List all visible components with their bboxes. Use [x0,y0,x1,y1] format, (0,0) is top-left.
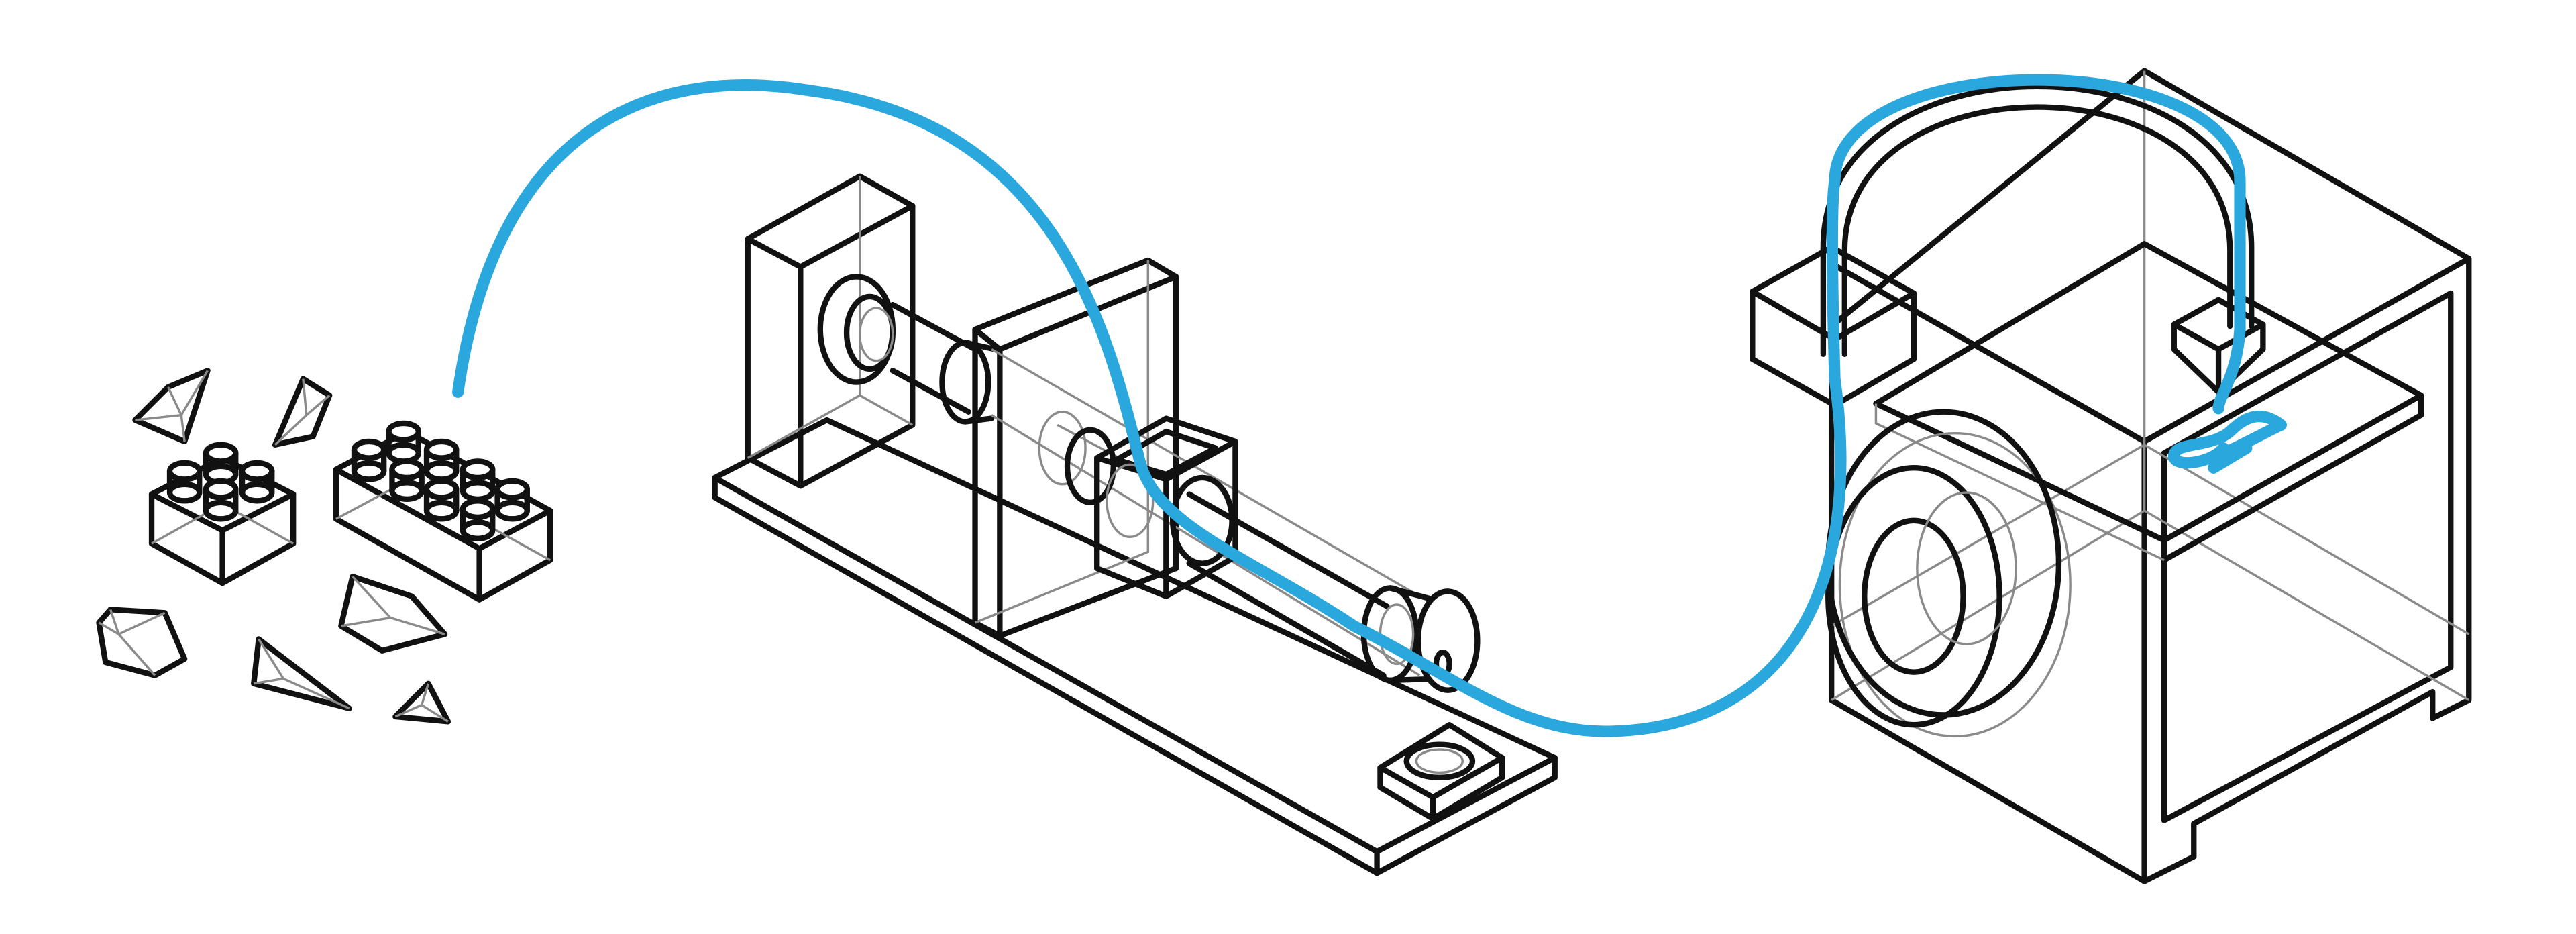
3d-printer [1750,68,2472,884]
plastic-shard-2 [272,376,333,448]
printer-bed [1873,241,2424,563]
plastic-shard-5 [338,574,448,654]
plastic-brick-small [148,442,297,586]
printer-frame [1828,68,2472,884]
filament [452,74,2287,737]
filament-extruder [712,173,1558,876]
extruder-base-plate [712,417,1558,876]
motor-block [745,173,916,489]
extruder-barrel [991,348,1421,678]
filament-spool [1825,409,2072,738]
bowden-tube [1820,83,2255,358]
plastic-waste-group [96,368,553,725]
plastic-shard-6 [392,680,451,725]
plastic-shard-3 [96,607,188,678]
extruder-fan-block [1377,722,1505,822]
filament-printed-object [2168,411,2287,474]
extruder-upright-panel [972,257,1179,639]
plastic-brick-large [333,420,553,603]
extruder-shaft [890,302,998,425]
filament-strand [452,74,2246,737]
plastic-shard-4 [251,636,352,711]
plastic-shard-1 [132,368,211,445]
extruder-nozzle [1360,585,1481,693]
